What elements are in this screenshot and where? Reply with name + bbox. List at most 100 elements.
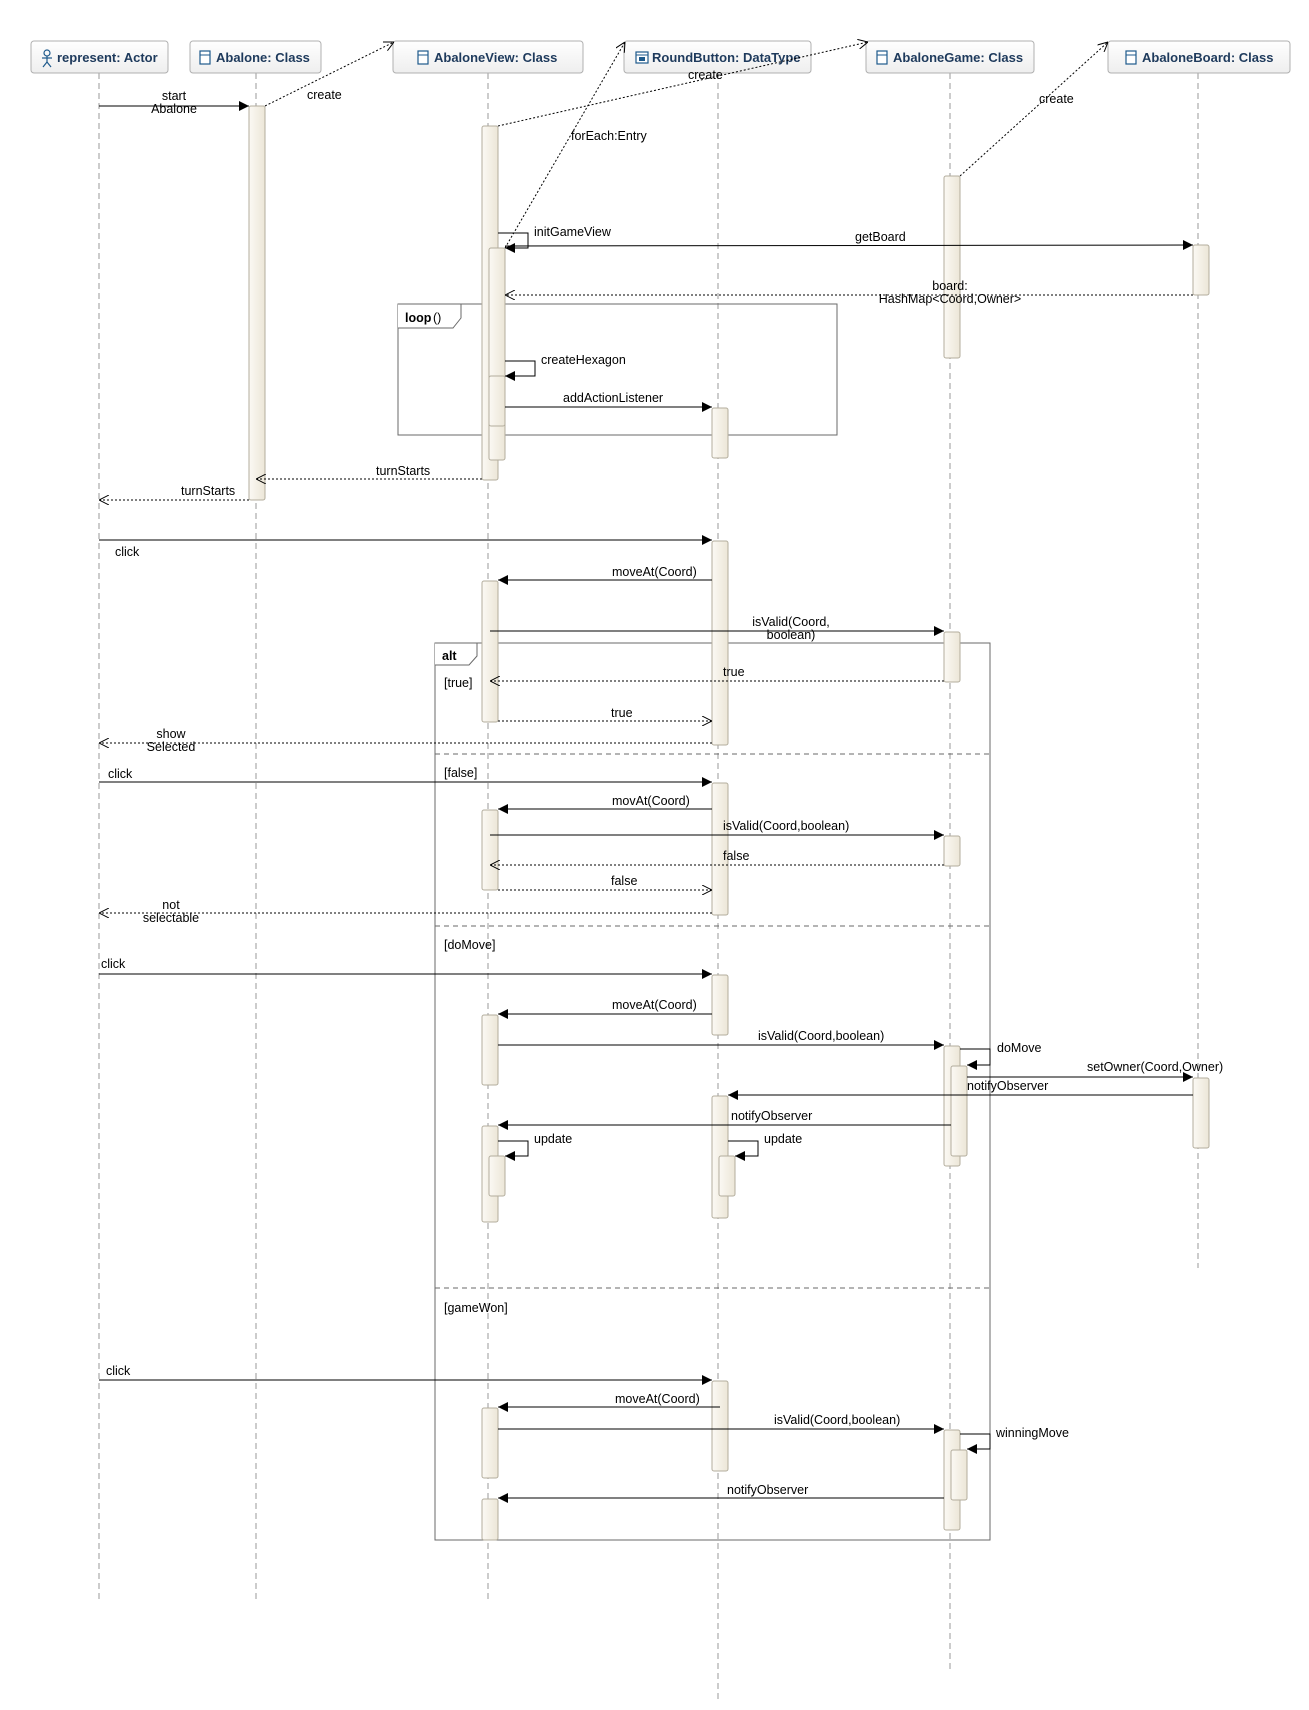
loop-keyword: loop <box>405 311 432 325</box>
lifeline-header-view[interactable]: AbaloneView: Class <box>392 40 584 74</box>
message-label-is-valid-1b: boolean) <box>767 628 816 642</box>
message-label-turn-starts-abalone: turnStarts <box>181 484 235 498</box>
activation-bar <box>943 175 961 359</box>
message-label-false-view: false <box>611 874 637 888</box>
alt-guard-domove: [doMove] <box>444 938 495 952</box>
lifeline-header-abalone[interactable]: Abalone: Class <box>189 40 322 74</box>
lifeline-label-actor: represent: Actor <box>57 50 158 65</box>
lifeline-label-board: AbaloneBoard: Class <box>1142 50 1273 65</box>
message-label-create-button: create <box>688 68 723 82</box>
message-label-start-1: start <box>162 89 187 103</box>
activation-bar <box>950 1065 968 1157</box>
activation-bar <box>711 1380 729 1472</box>
message-label-board-2: HashMap<Coord,Owner> <box>879 292 1021 306</box>
message-label-not: not <box>162 898 180 912</box>
message-label-false-game: false <box>723 849 749 863</box>
activation-bar <box>950 1449 968 1501</box>
message-label-click-2: click <box>108 767 133 781</box>
message-label-add-action-listener: addActionListener <box>563 391 663 405</box>
do-move-self-arrow <box>960 1048 991 1070</box>
message-label-move-at-1: moveAt(Coord) <box>612 565 697 579</box>
alt-guard-gamewon: [gameWon] <box>444 1301 508 1315</box>
activation-bar <box>481 580 499 723</box>
create-hexagon-self-arrow <box>505 360 536 381</box>
activation-bar <box>943 835 961 867</box>
actor-icon <box>42 49 52 68</box>
activation-bar <box>481 1407 499 1479</box>
message-label-create-hexagon: createHexagon <box>541 353 626 367</box>
call-messages <box>99 101 1194 1503</box>
class-icon <box>1125 50 1137 65</box>
lifeline-label-game: AbaloneGame: Class <box>893 50 1023 65</box>
activation-bar <box>1192 244 1210 296</box>
lifeline-header-game[interactable]: AbaloneGame: Class <box>865 40 1035 74</box>
message-label-update-button: update <box>764 1132 802 1146</box>
message-label-is-valid-1a: isValid(Coord, <box>752 615 830 629</box>
activation-bar <box>711 407 729 459</box>
lifeline-header-board[interactable]: AbaloneBoard: Class <box>1107 40 1291 74</box>
activation-bar <box>711 974 729 1036</box>
message-label-set-owner: setOwner(Coord,Owner) <box>1087 1060 1223 1074</box>
activation-bar <box>481 1014 499 1086</box>
class-icon <box>417 50 429 65</box>
winning-move-self-arrow <box>960 1433 991 1454</box>
message-label-is-valid-3: isValid(Coord,boolean) <box>758 1029 884 1043</box>
message-label-create-abalone: create <box>307 88 342 102</box>
message-label-notify-observer-game: notifyObserver <box>731 1109 812 1123</box>
message-label-selected: Selected <box>147 740 196 754</box>
activation-bar <box>248 105 266 501</box>
message-label-click-1: click <box>115 545 140 559</box>
create-arrow-board <box>959 42 1108 177</box>
lifeline-label-button: RoundButton: DataType <box>652 50 801 65</box>
activation-bar <box>943 631 961 683</box>
lifeline-header-actor[interactable]: represent: Actor <box>30 40 169 74</box>
message-label-selectable: selectable <box>143 911 199 925</box>
datatype-icon <box>635 51 649 64</box>
create-arrow-button <box>497 42 868 127</box>
lifeline-label-view: AbaloneView: Class <box>434 50 557 65</box>
activation-bar <box>711 782 729 916</box>
message-label-move-at-4: moveAt(Coord) <box>615 1392 700 1406</box>
message-label-create-board: create <box>1039 92 1074 106</box>
alt-keyword: alt <box>442 649 457 663</box>
activation-bar <box>481 1498 499 1541</box>
class-icon <box>876 50 888 65</box>
message-label-notify-observer-4: notifyObserver <box>727 1483 808 1497</box>
message-label-notify-observer-board: notifyObserver <box>967 1079 1048 1093</box>
loop-fragment: loop () <box>397 303 838 436</box>
alt-guard-true: [true] <box>444 676 473 690</box>
message-label-get-board: getBoard <box>855 230 906 244</box>
get-board-arrow <box>504 240 1194 251</box>
message-label-board-1: board: <box>932 279 967 293</box>
loop-suffix: () <box>433 311 441 325</box>
message-label-init-game-view: initGameView <box>534 225 612 239</box>
lifeline-label-abalone: Abalone: Class <box>216 50 310 65</box>
activation-bar <box>488 247 506 461</box>
message-labels: start Abalone initGameView getBoard boar… <box>101 89 1223 1497</box>
activation-bar <box>1192 1077 1210 1149</box>
activation-bar <box>488 1155 506 1197</box>
message-label-is-valid-4: isValid(Coord,boolean) <box>774 1413 900 1427</box>
activation-bar <box>718 1155 736 1197</box>
message-label-foreach: forEach:Entry <box>571 129 647 143</box>
alt-guard-false: [false] <box>444 766 477 780</box>
update-button-self-arrow <box>728 1140 759 1161</box>
message-label-mov-at-2: movAt(Coord) <box>612 794 690 808</box>
message-label-is-valid-2: isValid(Coord,boolean) <box>723 819 849 833</box>
activation-bar <box>481 809 499 891</box>
activation-bar <box>488 375 506 427</box>
message-label-turn-starts-view: turnStarts <box>376 464 430 478</box>
message-label-show: show <box>156 727 186 741</box>
activation-bars <box>248 105 1210 1541</box>
message-label-true-game: true <box>723 665 745 679</box>
message-label-update-view: update <box>534 1132 572 1146</box>
message-label-click-3: click <box>101 957 126 971</box>
return-messages <box>99 295 1193 913</box>
lifeline-header-button[interactable]: RoundButton: DataType <box>623 40 812 74</box>
message-label-winning-move: winningMove <box>995 1426 1069 1440</box>
message-label-start-2: Abalone <box>151 102 197 116</box>
message-label-do-move: doMove <box>997 1041 1042 1055</box>
message-label-true-view: true <box>611 706 633 720</box>
self-calls <box>498 232 991 1454</box>
